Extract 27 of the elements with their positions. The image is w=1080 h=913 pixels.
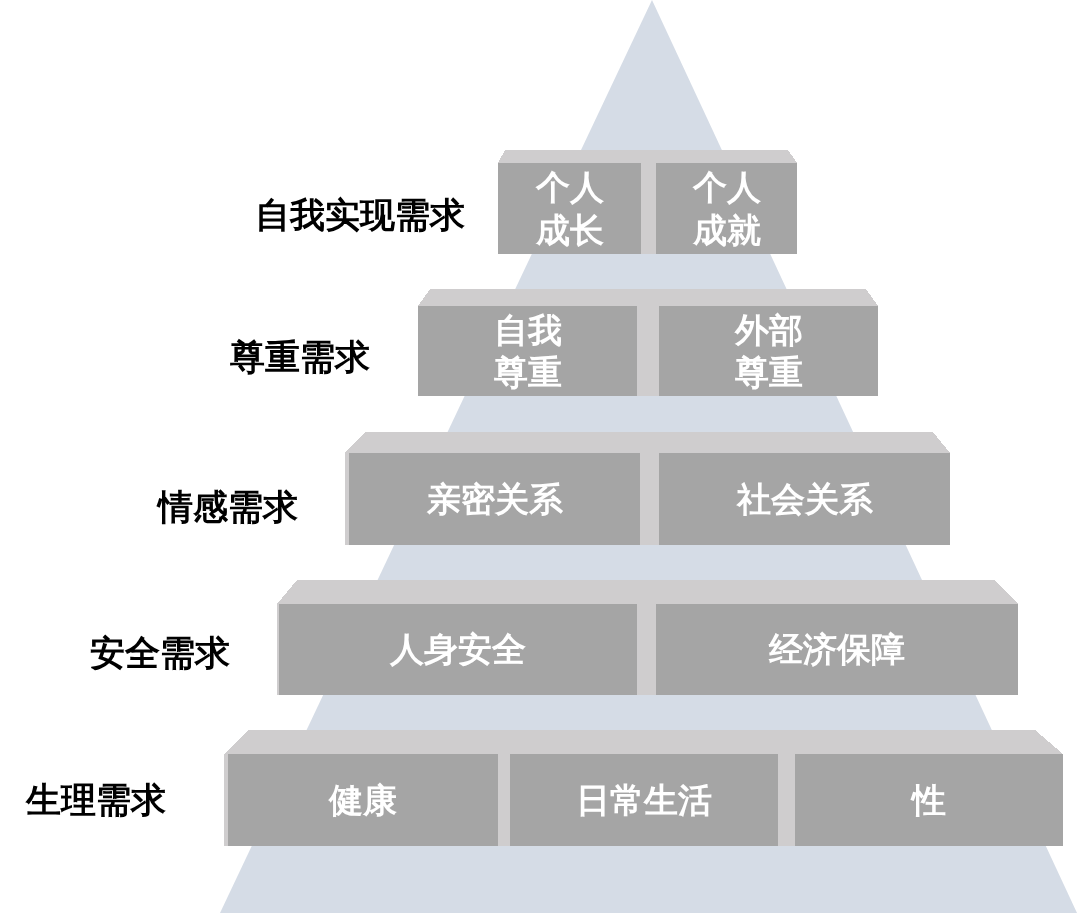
tier-label: 安全需求 <box>90 632 230 674</box>
need-block <box>228 754 498 846</box>
need-text: 社会关系 <box>736 477 873 521</box>
need-block <box>659 306 878 396</box>
tier-label: 自我实现需求 <box>255 194 465 236</box>
tier-label: 尊重需求 <box>230 336 370 378</box>
need-block <box>418 306 637 396</box>
need-block <box>279 604 637 695</box>
need-text: 个人成就 <box>691 166 762 251</box>
need-block <box>656 163 797 254</box>
need-block <box>498 163 641 254</box>
need-text: 人身安全 <box>390 628 526 671</box>
need-text: 日常生活 <box>576 778 712 822</box>
tier-label: 情感需求 <box>158 486 298 528</box>
need-text: 亲密关系 <box>426 477 563 521</box>
need-text: 性 <box>912 778 946 822</box>
need-block <box>656 604 1018 695</box>
need-block <box>659 453 950 545</box>
need-block <box>795 754 1063 846</box>
need-block <box>510 754 778 846</box>
tier-label: 生理需求 <box>26 779 166 821</box>
need-text: 健康 <box>329 778 397 822</box>
need-text: 自我尊重 <box>492 308 563 394</box>
need-text: 外部尊重 <box>733 308 804 394</box>
need-text: 个人成长 <box>534 166 605 251</box>
need-block <box>349 453 640 545</box>
need-text: 经济保障 <box>769 628 905 671</box>
